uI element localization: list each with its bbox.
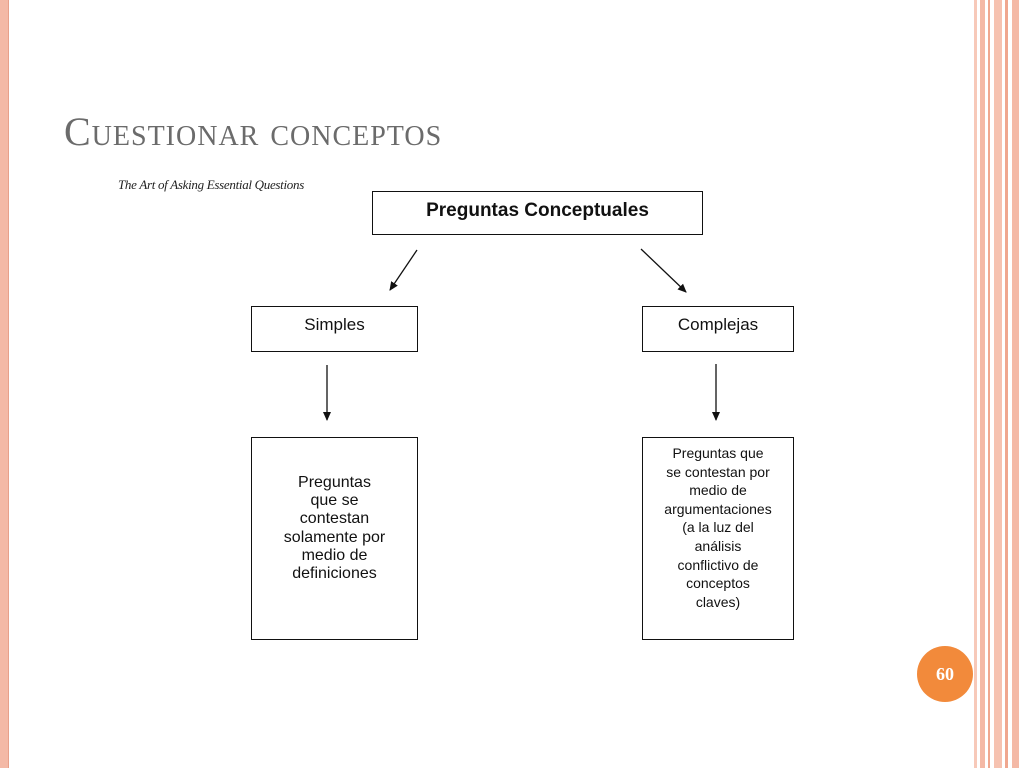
branch-label-simples: Simples [304, 315, 365, 334]
page-number: 60 [936, 663, 954, 684]
branch-label-complejas: Complejas [677, 315, 759, 334]
root-node-label: Preguntas Conceptuales [426, 200, 649, 221]
root-node: Preguntas Conceptuales [372, 191, 703, 235]
page-number-badge: 60 [917, 646, 973, 702]
description-node-complejas: Preguntas que se contestan por medio de … [642, 437, 794, 640]
right-decorative-stripes [974, 0, 1024, 768]
description-text-simples: Preguntas que se contestan solamente por… [283, 473, 386, 583]
branch-node-simples: Simples [251, 306, 418, 352]
slide-title: Cuestionar conceptos [64, 109, 443, 154]
description-text-complejas: Preguntas que se contestan por medio de … [664, 445, 772, 610]
source-caption: The Art of Asking Essential Questions [118, 177, 304, 192]
left-decorative-border [0, 0, 9, 768]
branch-node-complejas: Complejas [642, 306, 794, 352]
arrow-root-to-complejas [640, 248, 687, 293]
arrow-root-to-simples [389, 249, 418, 291]
description-node-simples: Preguntas que se contestan solamente por… [251, 437, 418, 640]
